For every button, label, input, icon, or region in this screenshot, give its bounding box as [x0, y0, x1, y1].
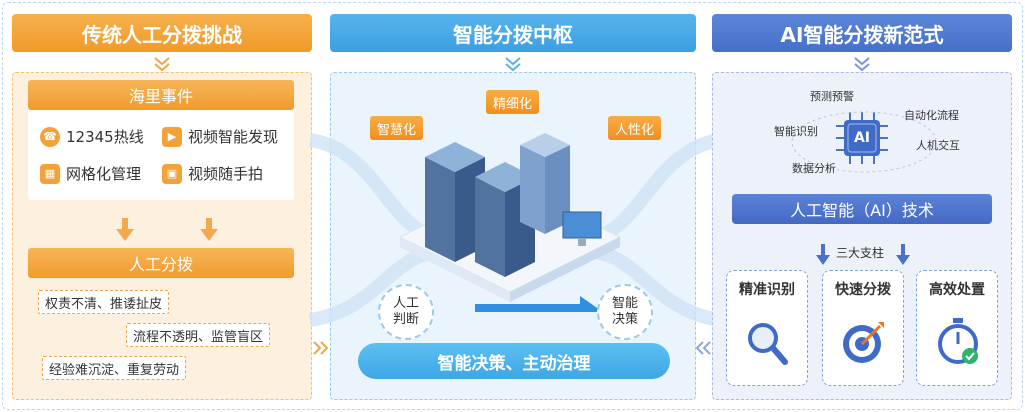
ai-chip-label: AI: [853, 130, 871, 146]
down-arrow-icon: [200, 218, 218, 241]
event-label: 视频随手拍: [188, 165, 264, 183]
feature-tag: 人性化: [608, 116, 662, 140]
human-judgment-circle: 人工 判断: [378, 284, 434, 340]
keyword-label: 自动化流程: [904, 109, 959, 122]
middle-header: 智能分拨中枢: [330, 14, 696, 52]
smart-decision-label: 智能 决策: [611, 296, 638, 327]
events-title: 海里事件: [28, 80, 294, 110]
keyword-orbit: [791, 111, 937, 173]
pillars-label: 三大支柱: [836, 246, 885, 260]
right-down-chevron-icon: [854, 57, 870, 72]
keyword-label: 数据分析: [792, 162, 836, 175]
feature-tag: 精细化: [486, 90, 540, 114]
problem-tag: 流程不透明、监管盲区: [126, 323, 271, 347]
left-header: 传统人工分拨挑战: [12, 14, 312, 52]
data-center-illustration: [398, 133, 622, 312]
right-chevron-icon: [313, 341, 329, 355]
target-icon: [843, 322, 884, 363]
human-judgment-label: 人工 判断: [392, 296, 419, 327]
keyword-label: 预测预警: [810, 90, 854, 103]
video-camera-icon: ▶: [162, 126, 182, 147]
right-header: AI智能分拨新范式: [712, 14, 1012, 52]
phone-icon: ☎: [40, 126, 60, 147]
ai-technology-bar: 人工智能（AI）技术: [732, 194, 992, 224]
grid-icon: ▦: [40, 163, 60, 184]
magnifier-icon: [748, 323, 788, 365]
middle-bottom-bar: 智能决策、主动治理: [358, 343, 670, 379]
left-down-chevron-icon: [154, 57, 170, 72]
middle-down-chevron-icon: [505, 57, 521, 72]
smart-decision-circle: 智能 决策: [597, 284, 653, 340]
keyword-label: 人机交互: [916, 139, 960, 152]
pillar-title: 高效处置: [929, 282, 985, 298]
problem-tag: 权责不清、推诿扯皮: [38, 290, 170, 314]
stopwatch-icon: [938, 318, 978, 364]
left-chevron-icon: [695, 341, 711, 355]
event-label: 视频智能发现: [188, 128, 279, 146]
feature-tag: 智慧化: [370, 116, 424, 140]
event-item-video-discovery: ▶ 视频智能发现: [162, 126, 278, 147]
pillar-title: 精准识别: [739, 282, 795, 298]
down-arrow-icon: [116, 218, 134, 241]
event-label: 12345热线: [66, 128, 144, 146]
ai-chip-icon: [836, 112, 888, 164]
problem-tag: 经验难沉淀、重复劳动: [42, 356, 187, 380]
dispatch-title: 人工分拨: [28, 248, 294, 278]
down-arrow-icon: [816, 244, 830, 265]
keyword-label: 智能识别: [774, 125, 818, 138]
event-item-video-snapshot: ▣ 视频随手拍: [162, 163, 263, 184]
event-label: 网格化管理: [66, 165, 142, 183]
down-arrow-icon: [896, 244, 910, 265]
event-item-grid-management: ▦ 网格化管理: [40, 163, 141, 184]
event-item-hotline: ☎ 12345热线: [40, 126, 144, 147]
mobile-camera-icon: ▣: [162, 163, 182, 184]
pillar-title: 快速分拨: [835, 282, 891, 298]
